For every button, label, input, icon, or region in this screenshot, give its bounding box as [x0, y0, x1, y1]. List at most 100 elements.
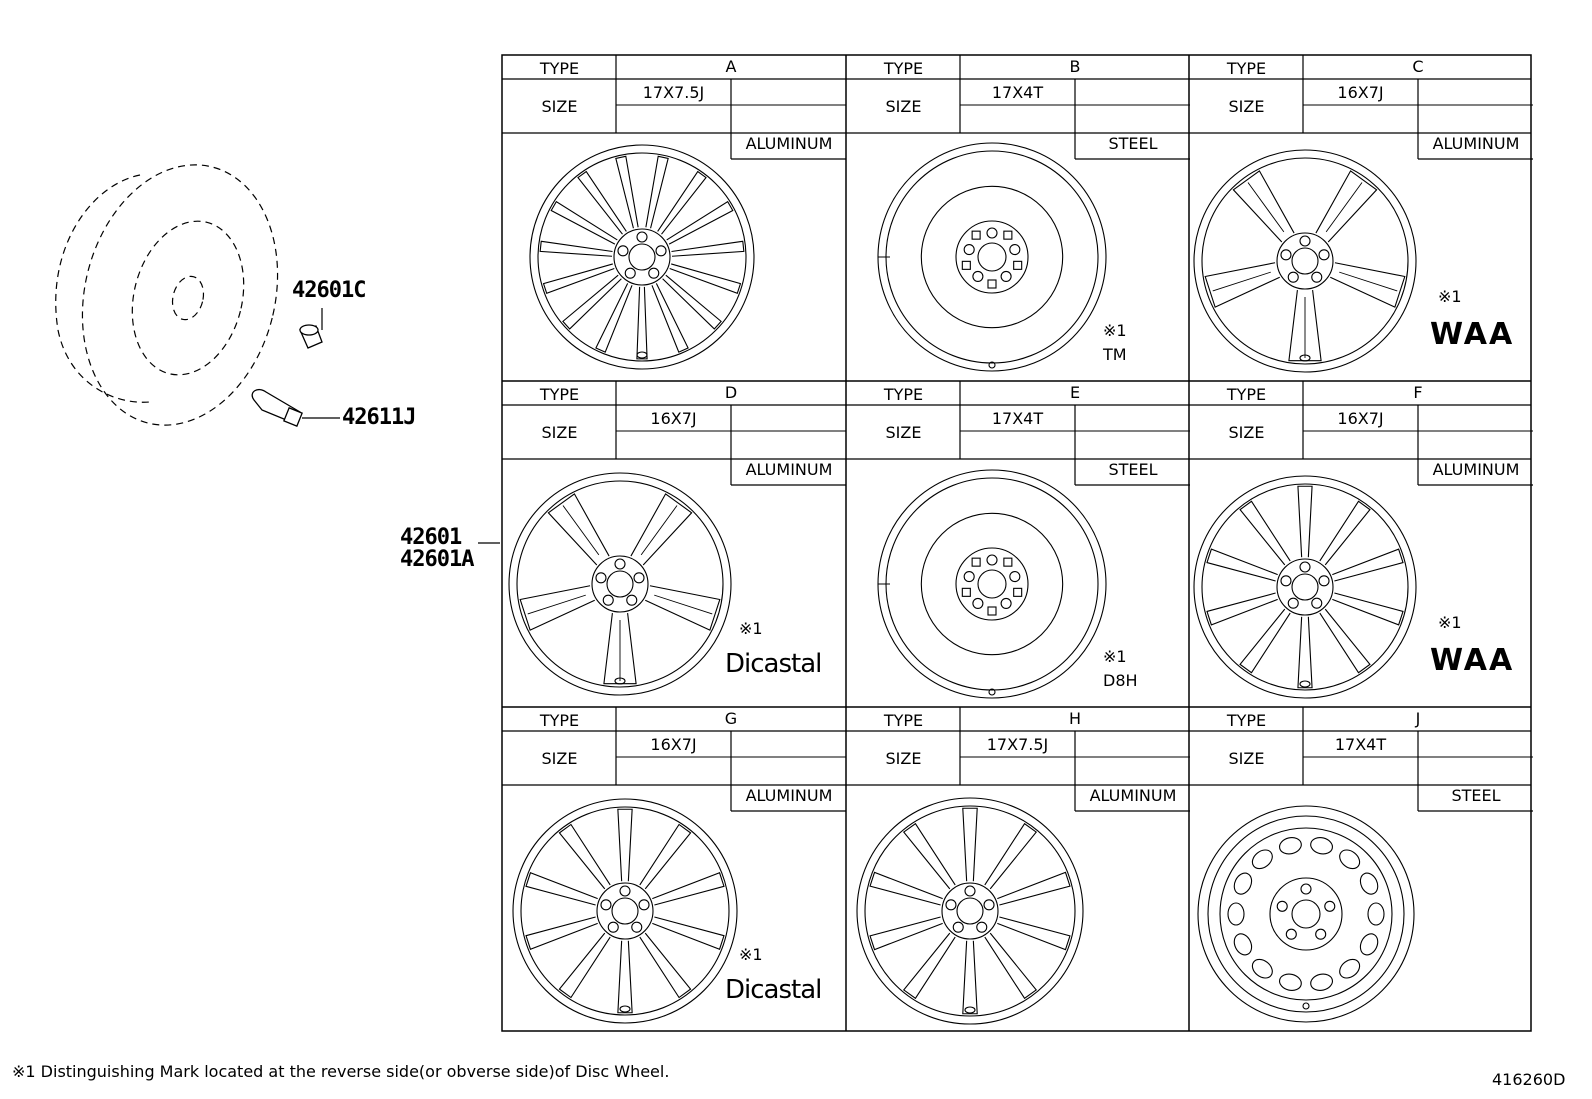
- vent-hole: [1367, 902, 1385, 926]
- wheel-rim: [529, 144, 755, 370]
- wheel-rim-inner: [537, 152, 747, 362]
- size-value: 17X4T: [991, 83, 1044, 102]
- type-label: TYPE: [539, 711, 580, 730]
- part-number-valve[interactable]: 42611J: [342, 405, 416, 430]
- type-value: C: [1412, 57, 1424, 76]
- lug-hole: [595, 572, 607, 584]
- wheel-spoke: [645, 155, 669, 229]
- wheel-disc: [920, 512, 1064, 656]
- maker-mark-waa: WAA: [1430, 317, 1515, 352]
- wheel-spoke: [651, 283, 689, 353]
- type-label: TYPE: [883, 59, 924, 78]
- material-label: STEEL: [1451, 786, 1501, 805]
- part-number-wheel-alt[interactable]: 42601A: [400, 547, 474, 572]
- type-value: E: [1069, 383, 1081, 402]
- vent-slot: [1003, 230, 1013, 240]
- wheel-rim: [1193, 475, 1417, 699]
- wheel-spoke: [984, 822, 1038, 890]
- wheel-rim-inner: [1207, 815, 1405, 1013]
- maker-mark-waa: WAA: [1430, 643, 1515, 678]
- type-label: TYPE: [883, 385, 924, 404]
- wheel-spoke: [662, 274, 722, 330]
- wheel-spoke: [1206, 548, 1278, 582]
- vent-slot: [971, 230, 981, 240]
- valve-hole: [1302, 1002, 1310, 1010]
- lug-hole: [1000, 597, 1012, 609]
- type-label: TYPE: [1226, 385, 1267, 404]
- wheel-spoke: [617, 808, 633, 882]
- type-value: D: [724, 383, 738, 402]
- spoke-ridge: [1247, 182, 1285, 233]
- valve-cap-icon: [283, 407, 303, 427]
- wheel-spoke: [962, 940, 978, 1015]
- wheel-rim-inner: [516, 480, 724, 688]
- vent-slot: [961, 587, 971, 597]
- size-value: 16X7J: [1337, 409, 1384, 428]
- lug-hole: [655, 245, 667, 257]
- wheel-rim: [1193, 149, 1417, 373]
- spoke-ridge: [1339, 271, 1398, 292]
- vent-slot: [987, 279, 997, 289]
- valve-hole: [619, 1005, 631, 1013]
- wheel-center-bore: [1291, 573, 1319, 601]
- wheel-center-bore: [628, 243, 656, 271]
- wheel-spoke: [617, 940, 633, 1014]
- wheel-spoke: [562, 274, 622, 330]
- lug-hole: [972, 270, 984, 282]
- lug-hole: [1009, 571, 1021, 583]
- lug-hole: [986, 554, 998, 566]
- tire-outline-front: [81, 164, 279, 426]
- lug-hole: [1280, 575, 1292, 587]
- lug-hole: [1299, 235, 1311, 247]
- wheel-spoke: [671, 240, 745, 257]
- part-number-wheel[interactable]: 42601: [400, 525, 462, 550]
- vent-slot: [971, 557, 981, 567]
- size-label: SIZE: [541, 749, 578, 768]
- wheel-disc-edge: [1219, 827, 1393, 1001]
- lug-hole: [600, 899, 612, 911]
- wheel-spoke: [902, 932, 956, 1000]
- material-label: ALUMINUM: [1432, 134, 1520, 153]
- size-label: SIZE: [541, 97, 578, 116]
- wheel-spoke: [595, 283, 633, 353]
- wheel-rim: [508, 472, 732, 696]
- maker-mark: D8H: [1103, 671, 1138, 690]
- lug-hole: [1318, 575, 1330, 587]
- size-label: SIZE: [885, 97, 922, 116]
- footnote: ※1 Distinguishing Mark located at the re…: [12, 1062, 670, 1081]
- wheel-spoke: [652, 916, 725, 950]
- lug-hole: [1287, 271, 1299, 283]
- vent-hole: [1279, 973, 1302, 991]
- spoke-ridge: [1212, 271, 1271, 292]
- wheel-spoke: [558, 823, 611, 890]
- wheel-rim-inner: [1201, 157, 1409, 365]
- wheel-hub: [941, 882, 999, 940]
- wheel-spoke: [645, 585, 721, 631]
- wheel-spoke: [1297, 485, 1313, 558]
- wheel-rim-inner: [885, 150, 1099, 364]
- wheel-spoke: [525, 916, 598, 950]
- wheel-center-bore: [611, 897, 639, 925]
- lug-hole: [638, 899, 650, 911]
- wheel-spoke: [539, 240, 613, 257]
- vent-hole: [1233, 933, 1253, 956]
- lug-hole: [614, 558, 626, 570]
- lug-hole: [617, 245, 629, 257]
- wheel-spoke: [1239, 608, 1291, 674]
- valve-hole: [964, 1006, 976, 1014]
- wheel-spoke: [869, 871, 943, 906]
- wheel-hub: [1276, 558, 1334, 616]
- wheel-rim: [877, 142, 1107, 372]
- part-number-hub-nut[interactable]: 42601C: [292, 278, 366, 303]
- vent-slot: [1013, 260, 1023, 270]
- lug-hole: [1311, 271, 1323, 283]
- size-value: 16X7J: [650, 735, 697, 754]
- type-value: B: [1069, 57, 1081, 76]
- size-label: SIZE: [885, 423, 922, 442]
- wheel-rim: [1197, 805, 1415, 1023]
- lug-hole: [624, 267, 636, 279]
- type-value: J: [1415, 709, 1421, 728]
- wheel-center-bore: [1291, 247, 1319, 275]
- material-label: STEEL: [1108, 134, 1158, 153]
